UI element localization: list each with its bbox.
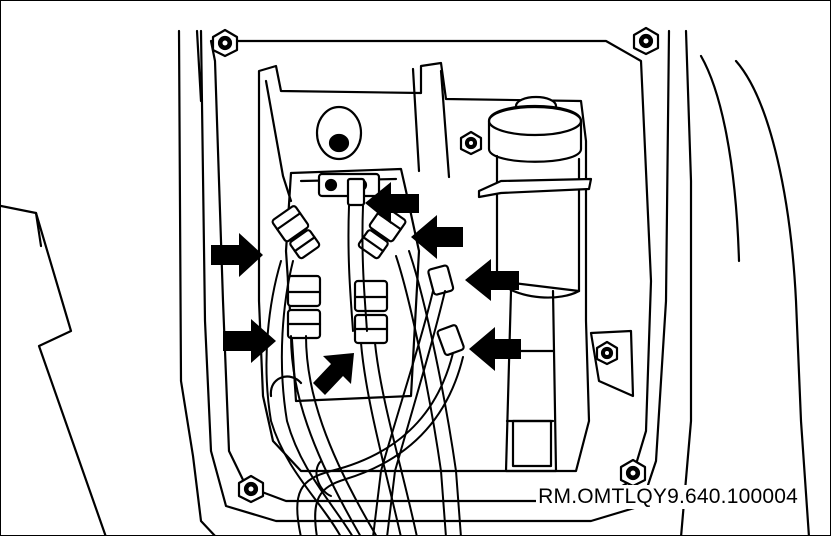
figure-reference-code: RM.OMTLQY9.640.100004 [536, 485, 800, 509]
bolt-icon [619, 458, 647, 488]
grommet [315, 105, 363, 161]
bolt-icon [595, 340, 619, 366]
fitting [286, 274, 322, 340]
bolt-icon [459, 130, 483, 156]
arrow-icon [465, 259, 519, 301]
arrow-icon [223, 319, 276, 363]
brake-tubes [265, 205, 464, 535]
fitting [271, 205, 321, 260]
bolt-icon [237, 474, 265, 504]
fitting [353, 279, 389, 345]
fitting [427, 264, 455, 296]
side-bracket [589, 329, 635, 398]
fitting [436, 324, 465, 356]
bolt-icon [211, 28, 239, 58]
outer-housing [177, 29, 810, 535]
arrow-icon [365, 182, 419, 224]
callout-arrows [211, 182, 521, 395]
arrow-icon [469, 327, 521, 371]
tube-fittings [271, 177, 465, 356]
fitting [346, 177, 366, 207]
left-body-panel [1, 204, 107, 535]
mounting-bolts [211, 26, 660, 504]
inner-pan [257, 61, 591, 473]
arrow-icon [211, 233, 263, 277]
bolt-icon [632, 26, 660, 56]
fluid-reservoir [477, 95, 593, 473]
arrow-icon [411, 215, 463, 259]
arrow-icon [313, 353, 354, 395]
